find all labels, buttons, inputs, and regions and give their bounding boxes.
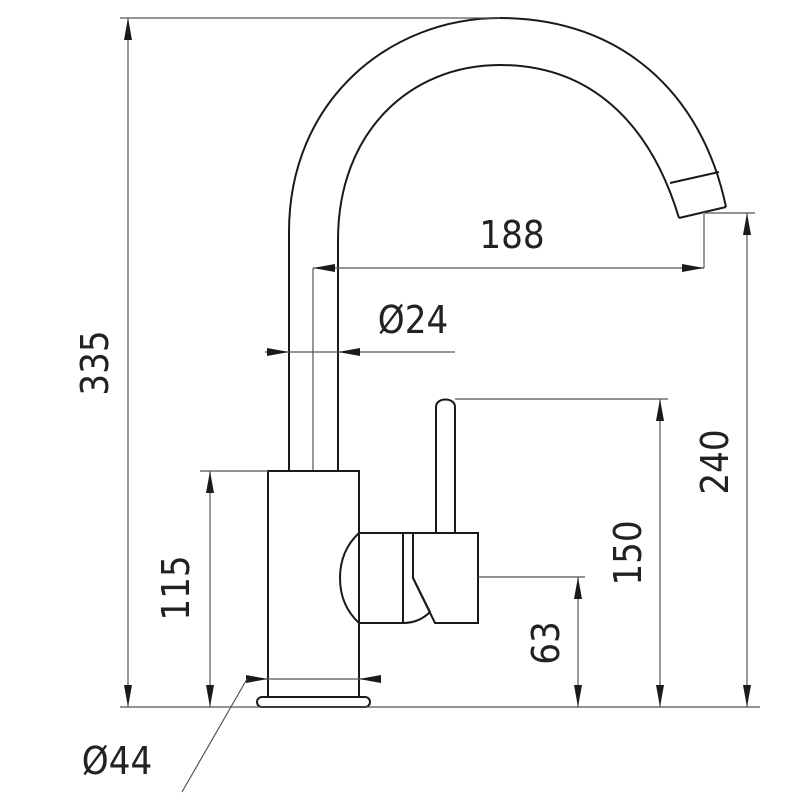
base bbox=[256, 696, 371, 708]
dim-base-diameter: Ø44 bbox=[82, 739, 152, 783]
faucet-outline bbox=[256, 16, 727, 708]
nozzle bbox=[669, 171, 727, 219]
dimension-lines bbox=[120, 17, 760, 793]
handle-ring bbox=[402, 532, 432, 624]
handle-dome bbox=[338, 532, 404, 624]
dim-outlet-height: 240 bbox=[693, 429, 737, 494]
dim-total-height: 335 bbox=[73, 330, 117, 395]
dim-spout-reach: 188 bbox=[479, 213, 544, 257]
spout-inner bbox=[337, 63, 680, 471]
dim-body-height: 115 bbox=[154, 555, 198, 620]
lever bbox=[435, 398, 456, 533]
body bbox=[267, 470, 360, 698]
dim-spout-diameter: Ø24 bbox=[378, 298, 448, 342]
handle-block bbox=[412, 532, 479, 624]
dim-lever-height: 150 bbox=[606, 520, 650, 585]
dim-handle-axis-height: 63 bbox=[524, 621, 568, 665]
